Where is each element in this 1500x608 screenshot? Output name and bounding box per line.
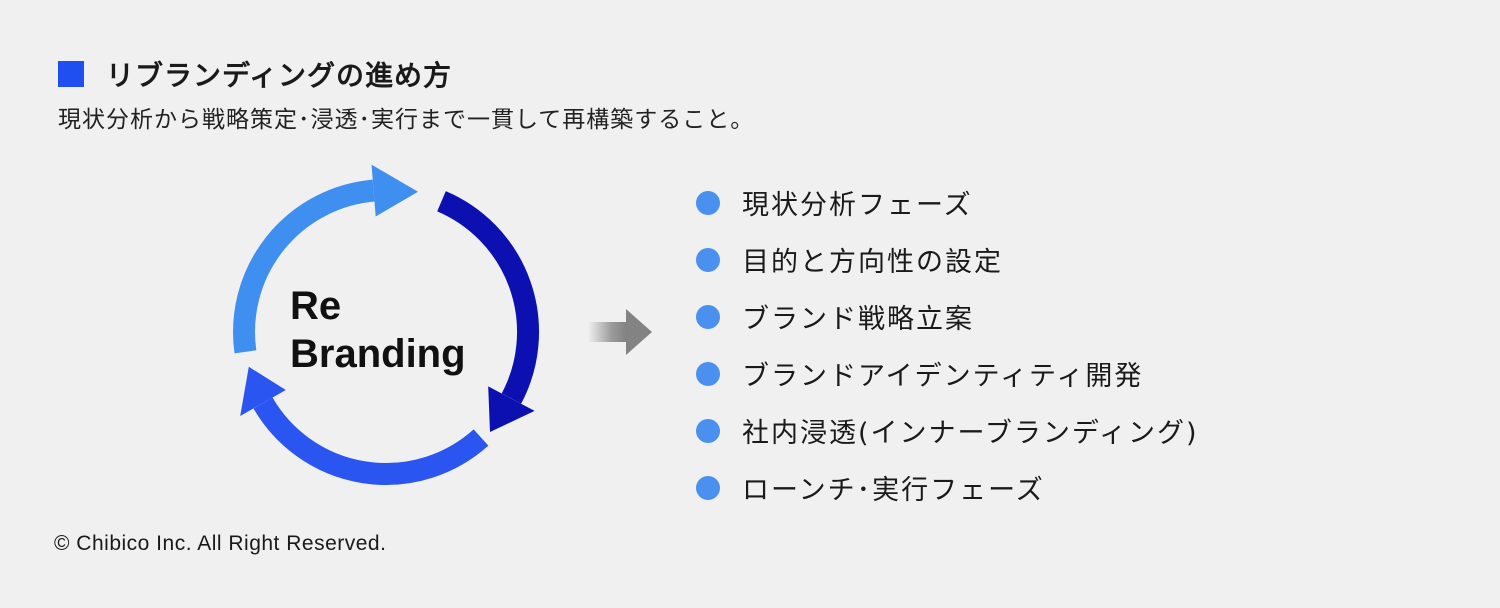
center-label-line2: Branding — [290, 332, 466, 376]
bullet-dot-icon — [696, 475, 720, 500]
phase-list: 現状分析フェーズ 目的と方向性の設定 ブランド戦略立案 ブランドアイデンティティ… — [696, 174, 1199, 516]
list-item: 目的と方向性の設定 — [696, 231, 1199, 288]
list-item: ブランドアイデンティティ開発 — [696, 345, 1199, 402]
phase-label: 社内浸透(インナーブランディング) — [742, 418, 1199, 449]
page-title: リブランディングの進め方 — [106, 59, 453, 92]
phase-label: ローンチ･実行フェーズ — [742, 475, 1045, 506]
list-item: 現状分析フェーズ — [696, 174, 1199, 231]
phase-label: ブランド戦略立案 — [742, 304, 974, 335]
bullet-dot-icon — [696, 304, 720, 329]
phase-label: 現状分析フェーズ — [742, 190, 973, 221]
bullet-dot-icon — [696, 190, 720, 215]
cycle-center-label: Re Branding — [290, 282, 466, 378]
cycle-arrow-dark — [437, 191, 540, 432]
bullet-dot-icon — [696, 247, 720, 272]
phase-label: 目的と方向性の設定 — [742, 247, 1003, 278]
cycle-arrow-medium — [240, 366, 489, 485]
bullet-dot-icon — [696, 361, 720, 386]
right-arrow-icon — [588, 309, 652, 355]
list-item: ブランド戦略立案 — [696, 288, 1199, 345]
phase-label: ブランドアイデンティティ開発 — [742, 361, 1144, 392]
bullet-dot-icon — [696, 418, 720, 443]
square-bullet-icon — [58, 61, 84, 87]
list-item: 社内浸透(インナーブランディング) — [696, 402, 1199, 459]
center-label-line1: Re — [290, 284, 342, 328]
page-subtitle: 現状分析から戦略策定･浸透･実行まで一貫して再構築すること。 — [58, 107, 755, 133]
cycle-arrow-light — [233, 164, 418, 354]
title-row: リブランディングの進め方 — [58, 54, 452, 94]
copyright-notice: © Chibico Inc. All Right Reserved. — [54, 532, 387, 555]
list-item: ローンチ･実行フェーズ — [696, 459, 1199, 516]
